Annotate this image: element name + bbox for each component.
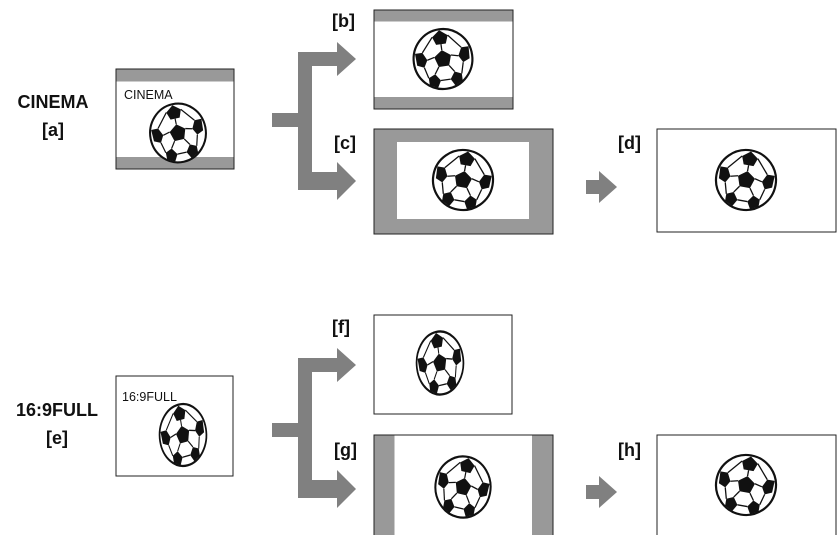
- frame-label-h: [h]: [618, 440, 641, 460]
- frame-g-pillarbox: [373, 434, 554, 535]
- mode-label-cinema: CINEMA: [18, 92, 89, 112]
- split-arrow-icon: [272, 42, 356, 200]
- frame-label-b: [b]: [332, 11, 355, 31]
- frame-b-letterbox: [373, 9, 514, 110]
- frame-f-squeeze: [373, 314, 513, 415]
- split-arrow-icon: [272, 348, 356, 508]
- source-label-a: [a]: [42, 120, 64, 140]
- frame-a-cinema-source: CINEMA: [115, 68, 235, 170]
- frame-c-windowbox: [373, 128, 554, 235]
- frame-label-f: [f]: [332, 317, 350, 337]
- frame-label-d: [d]: [618, 133, 641, 153]
- frame-h-result: [656, 434, 837, 535]
- frame-d-result: [656, 128, 837, 233]
- section-16-9full: 16:9FULL [e] 16:9FULL [f] [g] [h]: [16, 314, 837, 535]
- frame-e-16-9full-source: 16:9FULL: [115, 375, 234, 477]
- arrow-right-icon: [586, 476, 617, 508]
- source-label-e: [e]: [46, 428, 68, 448]
- frame-label-c: [c]: [334, 133, 356, 153]
- section-cinema: CINEMA [a] CINEMA [b] [c]: [18, 9, 837, 235]
- mode-label-16-9full: 16:9FULL: [16, 400, 98, 420]
- arrow-right-icon: [586, 171, 617, 203]
- osd-text-16-9full: 16:9FULL: [122, 390, 177, 404]
- frame-label-g: [g]: [334, 440, 357, 460]
- osd-text-cinema: CINEMA: [124, 88, 173, 102]
